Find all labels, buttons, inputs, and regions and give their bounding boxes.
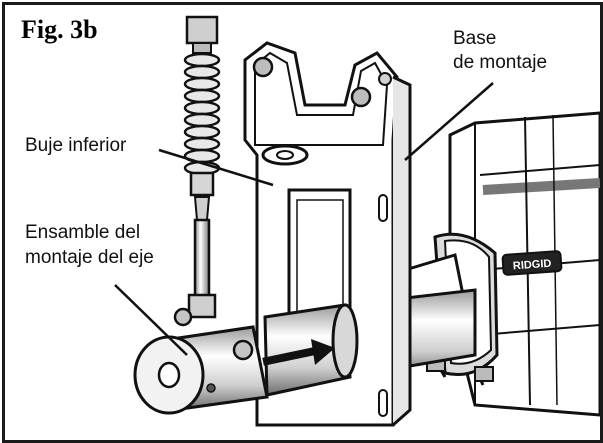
- leader-line-bushing: [158, 148, 274, 187]
- callout-base-line2: de montaje: [453, 51, 548, 75]
- direction-arrow: [262, 339, 335, 366]
- coil-spring: [183, 52, 221, 176]
- spring-rod-assembly: [183, 15, 221, 319]
- brand-plate: RIDGID: [501, 250, 563, 276]
- callout-axle-line1: Ensamble del: [25, 221, 141, 245]
- leader-lines: [114, 82, 494, 356]
- callout-axle-line2: montaje del eje: [25, 246, 154, 270]
- mechanical-illustration: RIDGID: [114, 15, 600, 427]
- leader-line-base: [404, 82, 494, 161]
- leader-line-axle: [114, 284, 188, 356]
- callout-bushing: Buje inferior: [25, 134, 127, 158]
- brand-plate-text: RIDGID: [513, 258, 552, 273]
- figure-label: Fig. 3b: [21, 15, 98, 44]
- callout-base-line1: Base: [453, 27, 497, 51]
